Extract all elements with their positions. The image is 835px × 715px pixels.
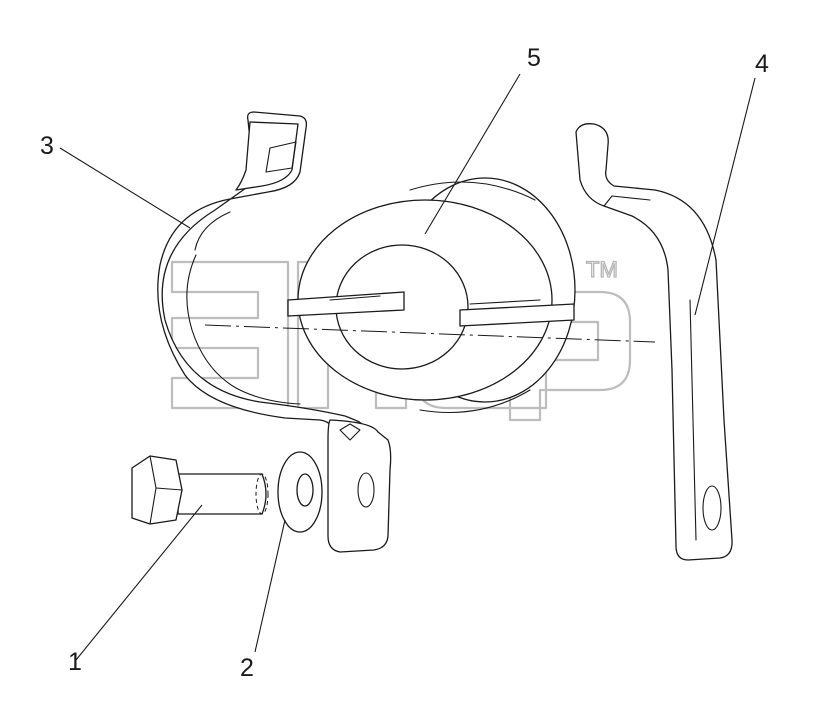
bracket-3-mounting-hole (357, 472, 375, 508)
split-bushing (287, 177, 576, 414)
callout-5: 5 (527, 44, 541, 72)
leader-lines (59, 73, 756, 661)
left-clamp-bracket (157, 111, 392, 553)
flat-washer (277, 451, 323, 533)
hex-bolt (131, 455, 269, 525)
callout-4: 4 (755, 50, 769, 78)
trademark-mark: TM (586, 257, 618, 282)
callout-2: 2 (240, 654, 254, 682)
callout-1: 1 (68, 648, 82, 676)
bracket-4-mounting-hole (702, 485, 722, 531)
center-axis (204, 324, 656, 343)
right-clamp-bracket (575, 123, 733, 561)
callout-3: 3 (40, 132, 54, 160)
